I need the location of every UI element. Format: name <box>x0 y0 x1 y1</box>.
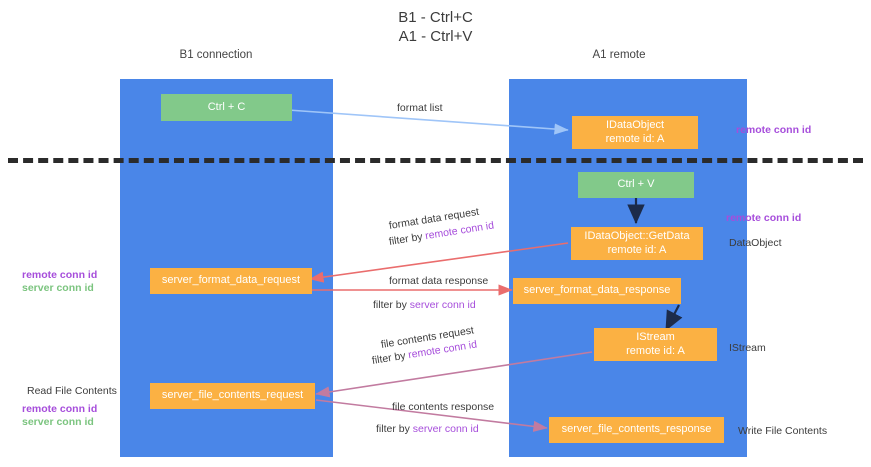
node-server-file-contents-request[interactable]: server_file_contents_request <box>150 383 315 409</box>
edge-label-file-contents-response: file contents response <box>392 401 495 413</box>
node-idataobject[interactable]: IDataObject remote id: A <box>572 116 698 149</box>
filter-by-text-1: filter by <box>388 230 427 248</box>
edge-label-filter-server-conn-id-2: filter by server conn id <box>376 422 479 436</box>
edge-label-format-data-response: format data response <box>389 275 489 287</box>
node-server-format-data-response[interactable]: server_format_data_response <box>513 278 681 304</box>
side-label-data-object: DataObject <box>729 237 782 249</box>
filter-by-text-2: filter by <box>373 299 410 311</box>
filter-by-text-4: filter by <box>376 423 413 435</box>
node-ctrl-v[interactable]: Ctrl + V <box>578 172 694 198</box>
node-idataobject-getdata[interactable]: IDataObject::GetData remote id: A <box>571 227 703 260</box>
side-label-remote-conn-id-left-a: remote conn id <box>22 269 98 281</box>
side-label-remote-conn-id-top: remote conn id <box>736 124 812 136</box>
node-server-file-contents-response[interactable]: server_file_contents_response <box>549 417 724 443</box>
edge-label-format-list: format list <box>397 102 443 114</box>
side-label-remote-conn-id-left-b: remote conn id <box>22 403 98 415</box>
side-label-server-conn-id-left-a: server conn id <box>22 282 94 294</box>
filter-by-text-3: filter by <box>371 349 410 367</box>
side-label-server-conn-id-left-b: server conn id <box>22 416 94 428</box>
page-title: B1 - Ctrl+C A1 - Ctrl+V <box>398 9 473 45</box>
server-conn-id-text-1: server conn id <box>409 299 476 311</box>
column-header-b1: B1 connection <box>179 49 253 61</box>
server-conn-id-text-2: server conn id <box>412 423 479 435</box>
side-label-read-file-contents: Read File Contents <box>27 385 117 397</box>
column-header-a1: A1 remote <box>592 49 646 61</box>
node-istream[interactable]: IStream remote id: A <box>594 328 717 361</box>
edge-label-filter-server-conn-id-1: filter by server conn id <box>373 298 476 312</box>
phase-separator <box>8 158 863 163</box>
node-ctrl-c[interactable]: Ctrl + C <box>161 94 292 121</box>
side-label-istream: IStream <box>729 342 766 354</box>
side-label-write-file-contents: Write File Contents <box>738 425 828 437</box>
side-label-remote-conn-id-mid: remote conn id <box>726 212 802 224</box>
node-server-format-data-request[interactable]: server_format_data_request <box>150 268 312 294</box>
